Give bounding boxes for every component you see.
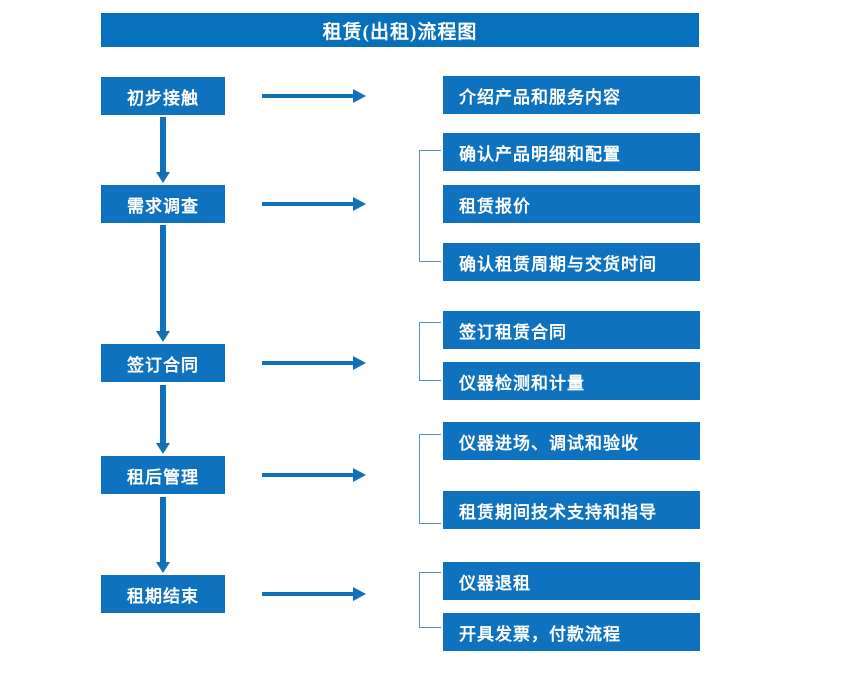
detail-box-invoice-payment[interactable]: 开具发票，付款流程 bbox=[443, 613, 700, 651]
arrow-shaft bbox=[262, 94, 354, 98]
stage-box-post-rental-management[interactable]: 租后管理 bbox=[101, 456, 225, 494]
stage-box-rental-end[interactable]: 租期结束 bbox=[101, 575, 225, 613]
down-arrow-contact-to-survey bbox=[156, 117, 170, 183]
flowchart-title-banner: 租赁(出租)流程图 bbox=[101, 13, 699, 47]
detail-box-instrument-return[interactable]: 仪器退租 bbox=[443, 562, 700, 600]
detail-box-sign-rental-contract[interactable]: 签订租赁合同 bbox=[443, 311, 700, 349]
group-bracket-rental-end bbox=[419, 572, 441, 628]
down-arrow-survey-to-contract bbox=[156, 225, 170, 342]
arrow-shaft bbox=[160, 385, 166, 443]
arrow-head bbox=[156, 443, 170, 454]
arrow-shaft bbox=[262, 592, 354, 596]
group-bracket-sign-contract bbox=[419, 322, 441, 381]
arrow-shaft bbox=[262, 473, 354, 477]
stage-box-needs-survey[interactable]: 需求调查 bbox=[101, 185, 225, 223]
down-arrow-management-to-end bbox=[156, 497, 170, 573]
arrow-head bbox=[353, 89, 366, 103]
group-bracket-post-rental-management bbox=[419, 434, 441, 524]
arrow-head bbox=[353, 197, 366, 211]
arrow-shaft bbox=[160, 117, 166, 172]
arrow-shaft bbox=[160, 497, 166, 562]
right-arrow-sign-contract bbox=[262, 356, 366, 370]
detail-box-instrument-installation[interactable]: 仪器进场、调试和验收 bbox=[443, 422, 700, 460]
arrow-head bbox=[353, 356, 366, 370]
detail-box-confirm-period-delivery[interactable]: 确认租赁周期与交货时间 bbox=[443, 243, 700, 281]
right-arrow-initial-contact bbox=[262, 89, 366, 103]
arrow-head bbox=[353, 468, 366, 482]
right-arrow-needs-survey bbox=[262, 197, 366, 211]
down-arrow-contract-to-management bbox=[156, 385, 170, 454]
right-arrow-rental-end bbox=[262, 587, 366, 601]
detail-box-introduce-products[interactable]: 介绍产品和服务内容 bbox=[443, 76, 700, 114]
stage-box-sign-contract[interactable]: 签订合同 bbox=[101, 344, 225, 382]
arrow-head bbox=[156, 172, 170, 183]
arrow-shaft bbox=[160, 225, 166, 331]
group-bracket-needs-survey bbox=[419, 150, 441, 262]
detail-box-technical-support[interactable]: 租赁期间技术支持和指导 bbox=[443, 491, 700, 529]
detail-box-instrument-inspection[interactable]: 仪器检测和计量 bbox=[443, 362, 700, 400]
arrow-head bbox=[156, 562, 170, 573]
arrow-head bbox=[156, 331, 170, 342]
stage-box-initial-contact[interactable]: 初步接触 bbox=[101, 77, 225, 115]
arrow-shaft bbox=[262, 202, 354, 206]
detail-box-confirm-product-spec[interactable]: 确认产品明细和配置 bbox=[443, 133, 700, 171]
arrow-head bbox=[353, 587, 366, 601]
right-arrow-post-rental-management bbox=[262, 468, 366, 482]
detail-box-rental-quotation[interactable]: 租赁报价 bbox=[443, 185, 700, 223]
arrow-shaft bbox=[262, 361, 354, 365]
